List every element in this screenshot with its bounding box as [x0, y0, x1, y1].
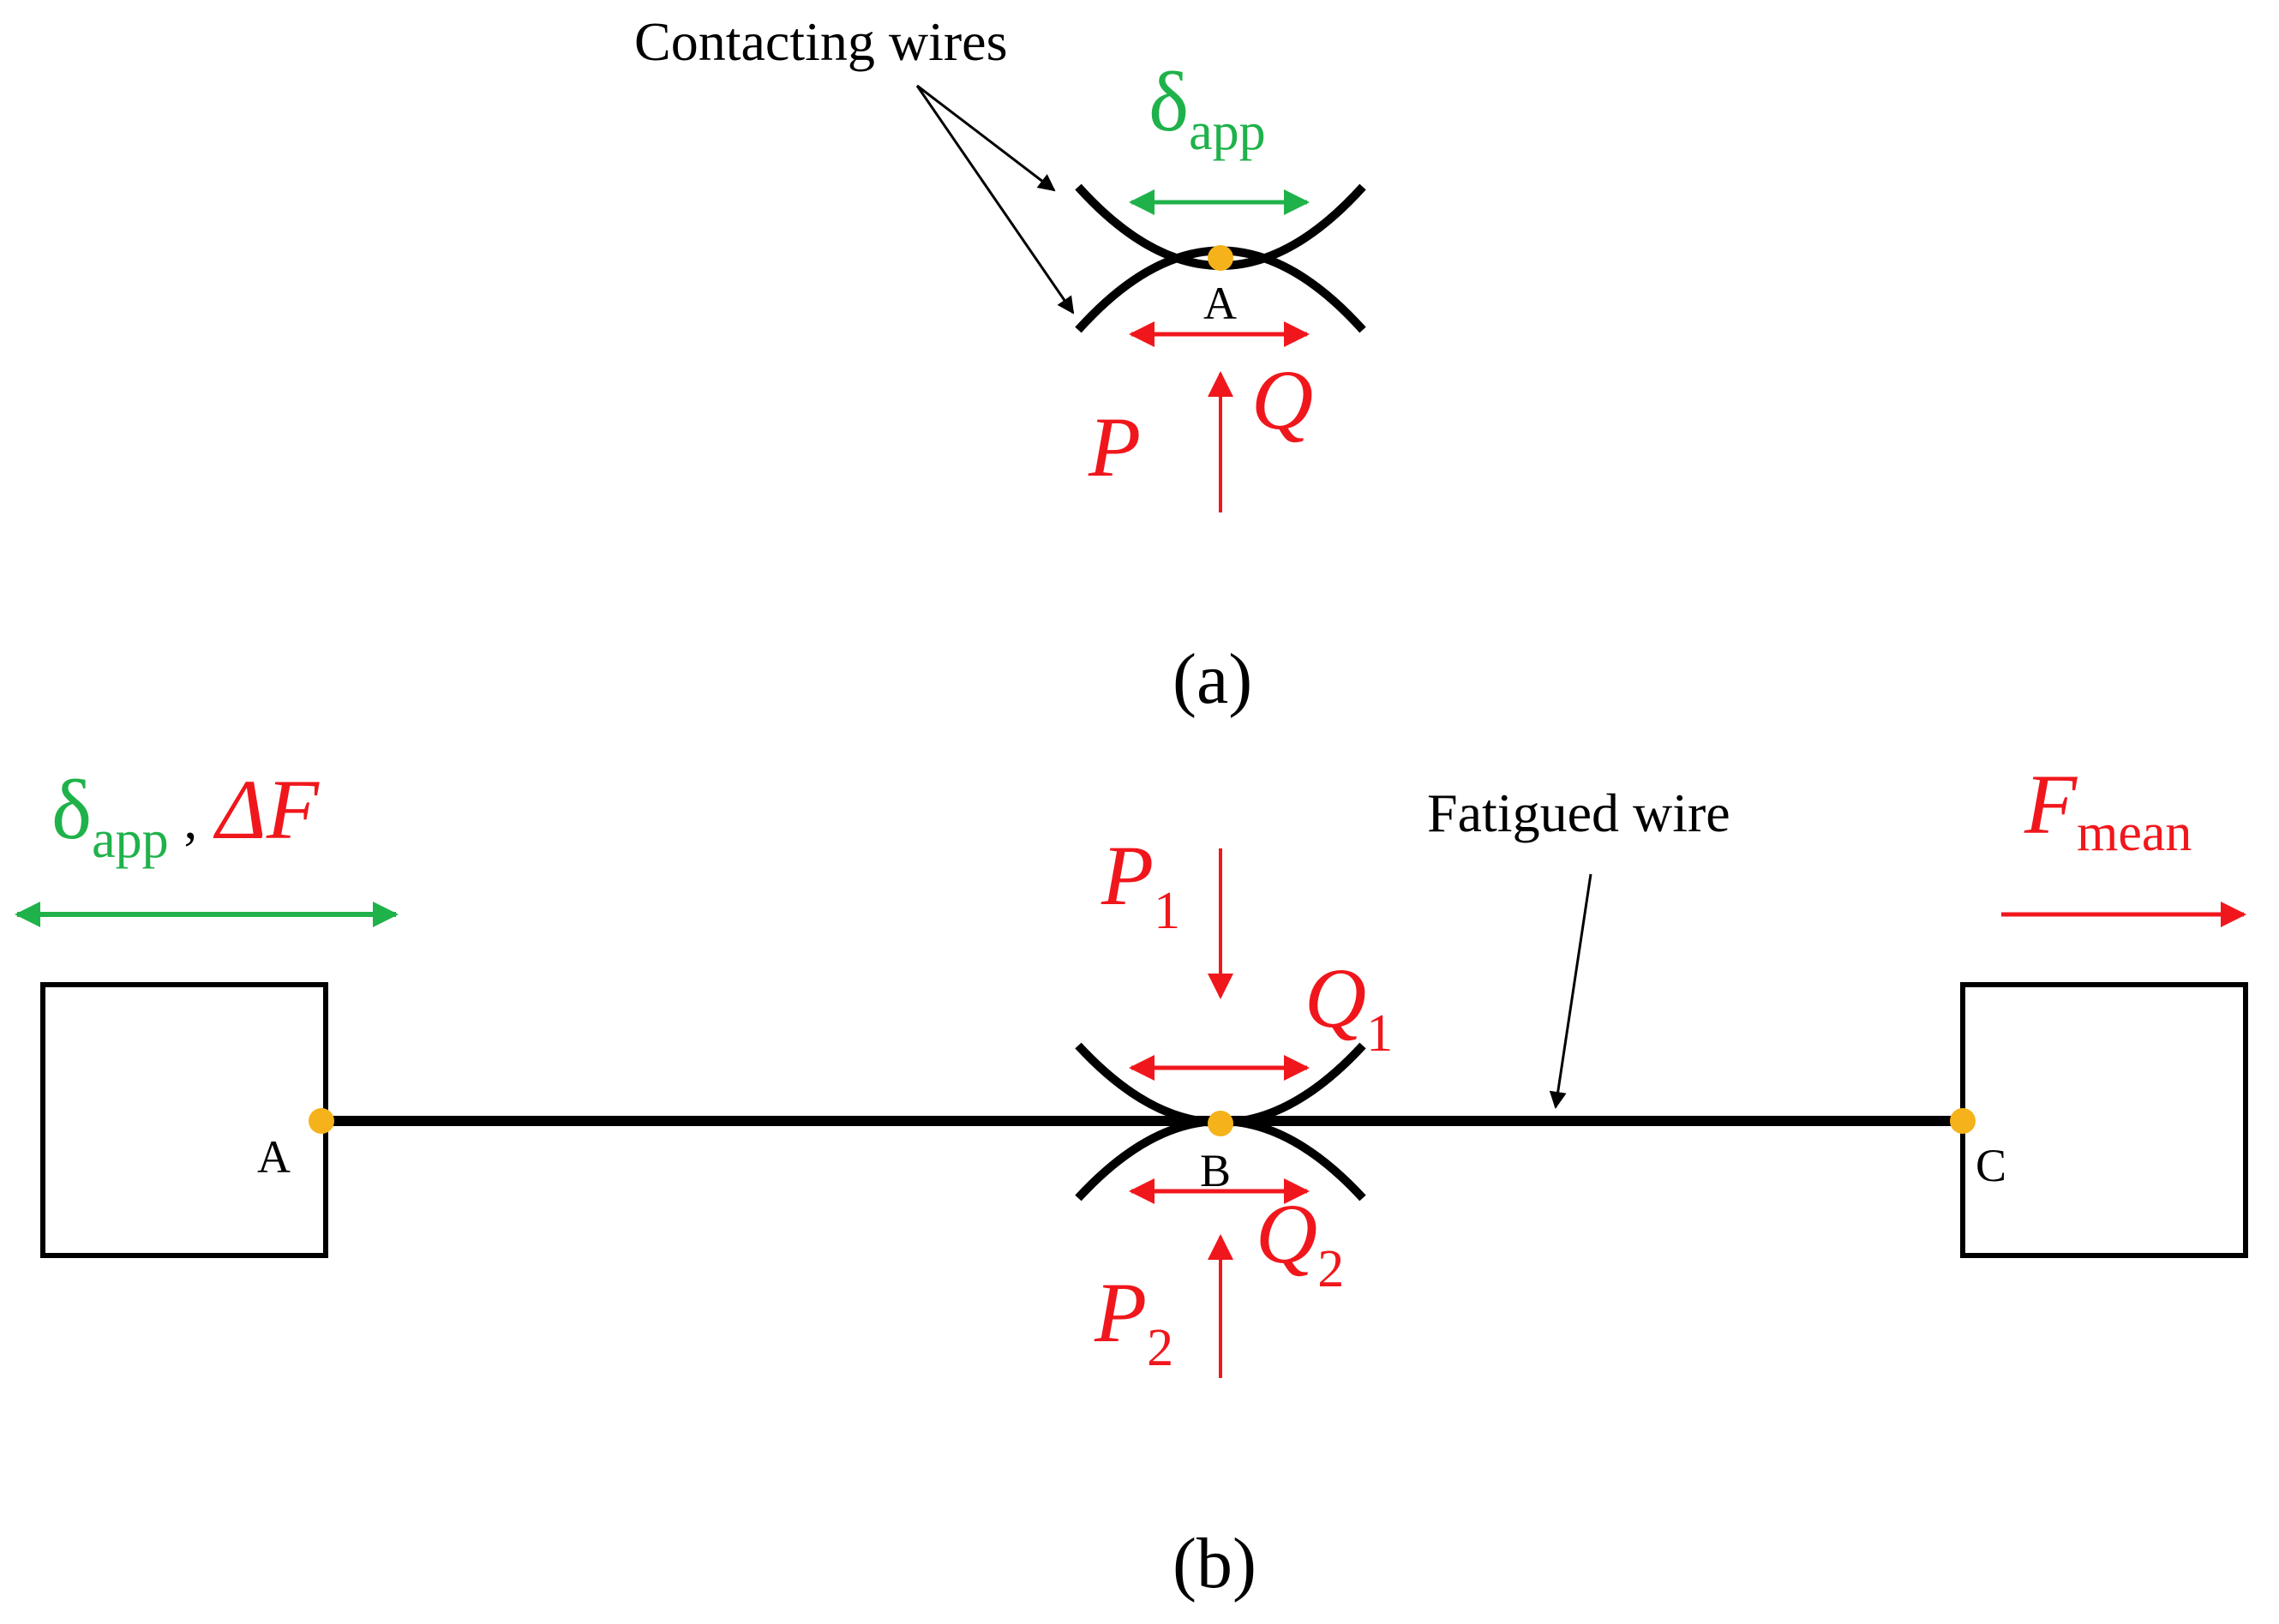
contact-point-b	[1208, 1111, 1233, 1136]
point-label-a: A	[1203, 278, 1237, 329]
force-q2-label: Q2	[1256, 1186, 1344, 1298]
right-clamp-box	[1960, 982, 2248, 1258]
force-q-label: Q	[1251, 352, 1313, 447]
left-clamp-box	[40, 982, 328, 1258]
contact-point-a-b	[309, 1108, 334, 1134]
contact-point-c	[1950, 1108, 1976, 1134]
delta-app-label-a: δapp	[1148, 54, 1266, 161]
point-label-a-b: A	[257, 1131, 291, 1183]
contacting-wires-label: Contacting wires	[634, 11, 1007, 72]
force-p-label: P	[1088, 399, 1141, 494]
contact-point-a	[1208, 245, 1233, 271]
loading-label-b: δapp,ΔF	[51, 762, 320, 869]
fatigued-wire-label: Fatigued wire	[1427, 782, 1730, 843]
force-p1-label: P1	[1101, 828, 1180, 940]
panel-b: δapp,ΔF Fatigued wire A B C P1 Q1 Q	[14, 757, 2248, 1603]
annotation-arrow-upper	[916, 84, 1056, 192]
force-q1-label: Q1	[1304, 950, 1393, 1063]
point-label-c: C	[1976, 1140, 2006, 1191]
caption-a: (a)	[1172, 639, 1252, 719]
point-label-b: B	[1200, 1145, 1231, 1196]
caption-b: (b)	[1172, 1524, 1256, 1603]
force-f-mean-label: Fmean	[2024, 757, 2192, 862]
annotation-arrow-lower	[915, 85, 1075, 315]
fatigued-wire-pointer	[1549, 873, 1592, 1109]
force-p2-label: P2	[1094, 1265, 1173, 1377]
panel-a: Contacting wires δapp A Q P (a)	[634, 11, 1366, 719]
